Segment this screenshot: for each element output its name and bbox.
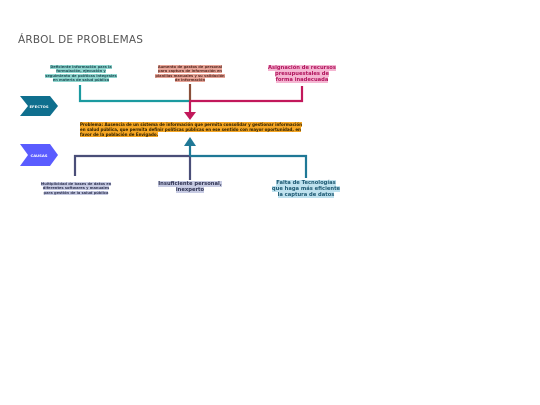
effect-connector-3 [190,86,304,103]
cause-3-label: Falta de Tecnologías que haga más eficie… [271,180,341,198]
cause-arrow-head [184,137,196,146]
causas-tag: CAUSAS [30,153,48,158]
cause-connector-3 [190,154,308,178]
effect-1-label: Deficiente información para la formulaci… [45,65,117,82]
central-problem: Problema: Ausencia de un sistema de info… [80,122,302,138]
effect-connector-1 [78,85,190,103]
cause-connector-1 [73,154,190,176]
causas-arrow-shape [20,144,58,166]
effect-2-label: Aumento de gastos de personal para captu… [155,65,225,82]
page-title: ÁRBOL DE PROBLEMAS [18,34,144,46]
cause-1-label: Multiplicidad de bases de datos en difer… [40,182,112,195]
effect-3-label: Asignación de recursos presupuestales de… [268,65,336,83]
efectos-arrow-shape [20,96,58,116]
effect-arrow-head [184,112,196,120]
efectos-tag: EFECTOS [29,104,49,109]
cause-2-label: Insuficiente personal, inexperto [158,181,222,193]
